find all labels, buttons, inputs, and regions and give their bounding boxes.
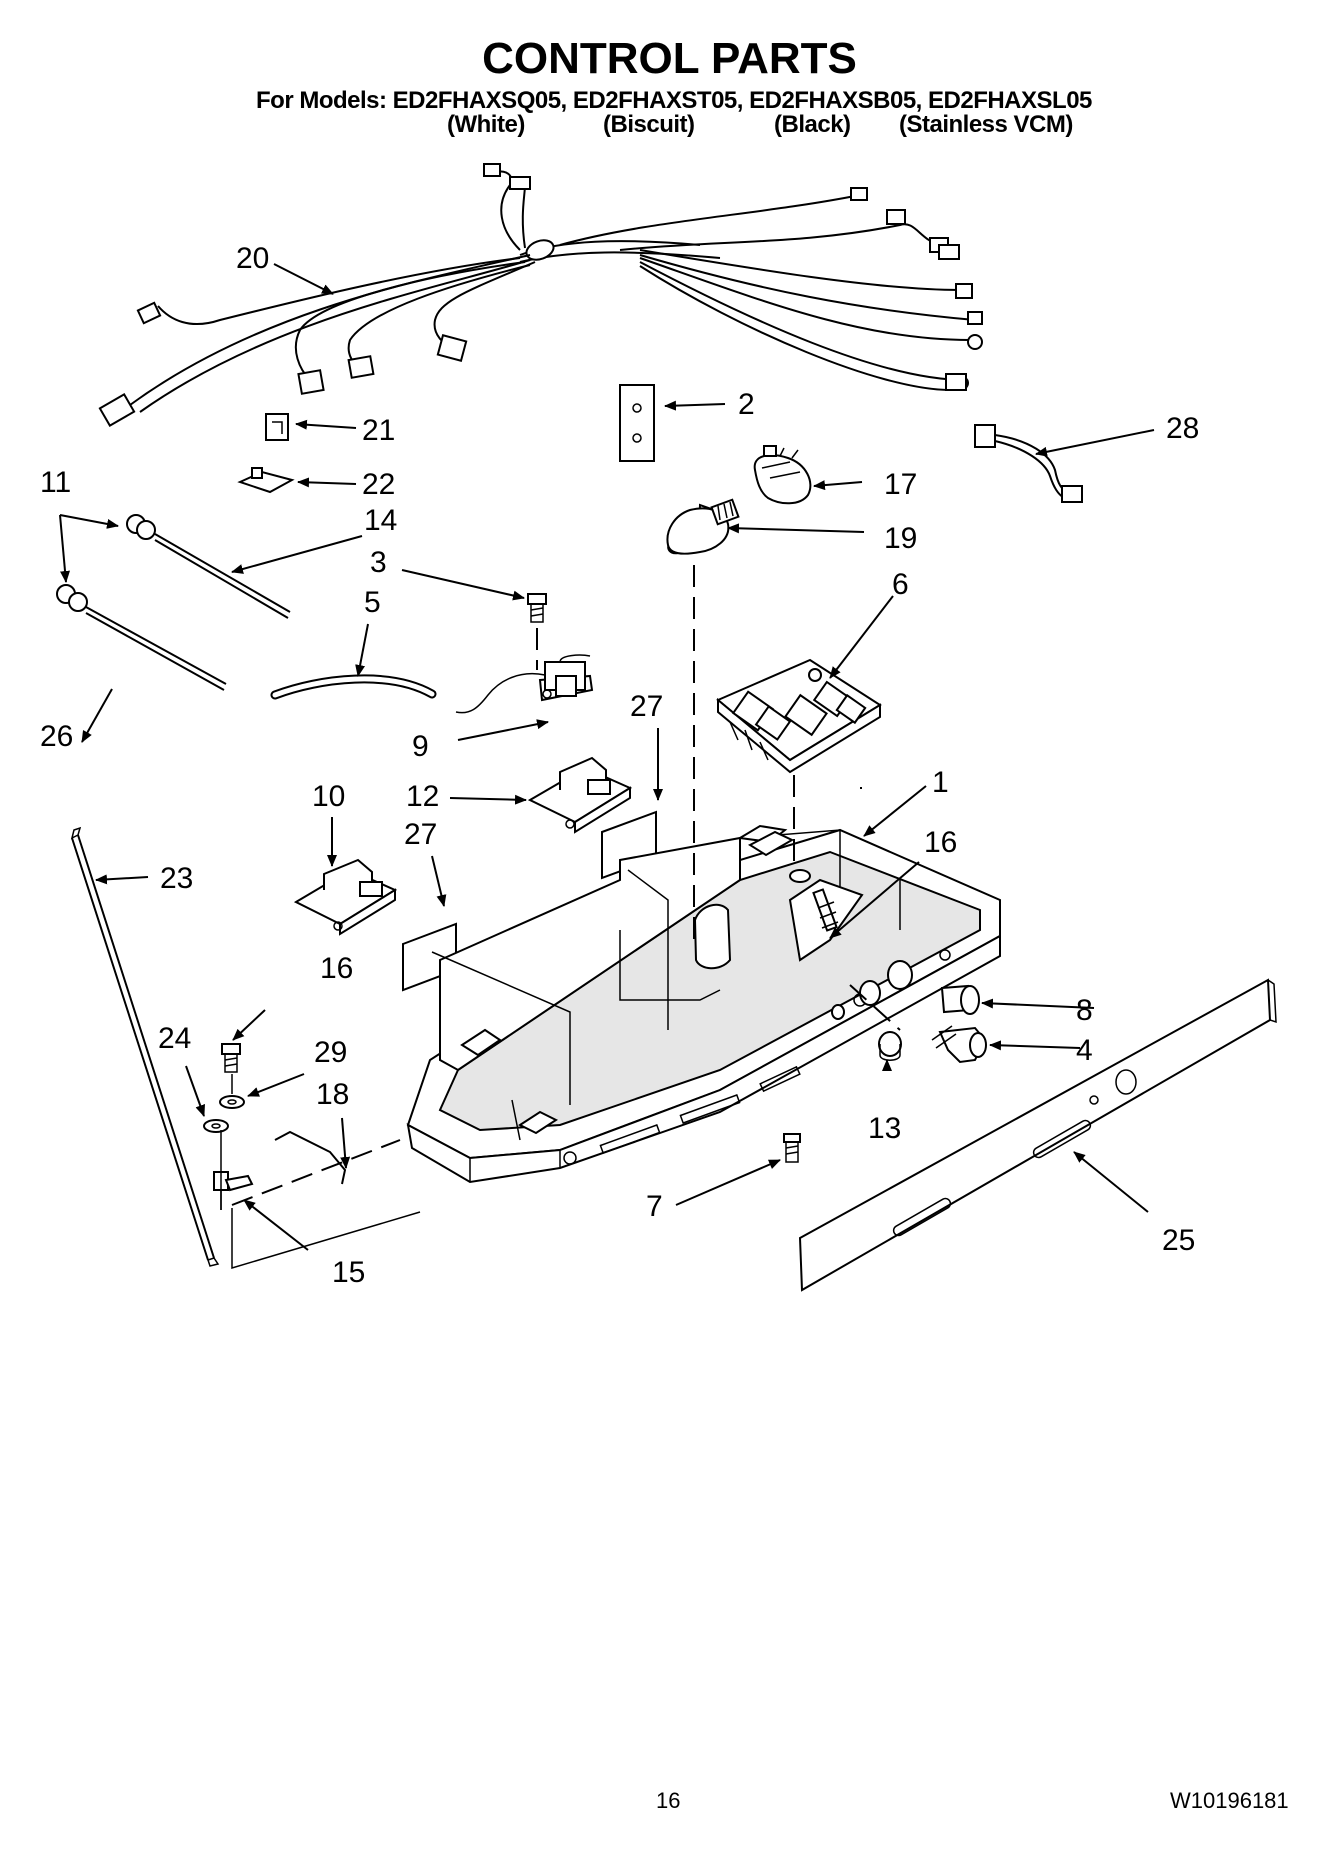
callout-23: 23 [160,862,193,895]
wire-harness-part [98,163,983,428]
callout-19: 19 [884,522,917,555]
callout-5: 5 [364,586,381,619]
callout-3: 3 [370,546,387,579]
washer-part-24 [203,1119,229,1133]
callout-28: 28 [1166,412,1199,445]
sensor-switch-part [455,654,594,714]
callout-14: 14 [364,504,397,537]
callout-9: 9 [412,730,429,763]
callout-29: 29 [314,1036,347,1069]
control-board-part [716,658,882,774]
bracket-part [237,467,295,494]
variant-biscuit: (Biscuit) [603,111,695,138]
tube-part [270,674,437,700]
thermistor-rod-lower-part [56,584,227,691]
callout-27-upper: 27 [630,690,663,723]
callout-27-lower: 27 [404,818,437,851]
harness-connector-part [974,424,1083,503]
switch-part-12 [527,756,633,834]
callout-24: 24 [158,1022,191,1055]
page-number: 16 [656,1788,681,1813]
callout-16-screw: 16 [320,952,353,985]
callout-25: 25 [1162,1224,1195,1257]
thermistor-rod-upper-part [126,514,291,619]
pad-part [619,384,655,462]
knob-part-8 [940,984,980,1015]
lamp-socket-part [753,445,812,505]
callout-12: 12 [406,780,439,813]
knob-part-4 [931,1025,987,1064]
callout-16-housing: 16 [924,826,957,859]
support-rod-part [70,826,220,1267]
callout-8: 8 [1076,994,1093,1027]
callout-21: 21 [362,414,395,447]
document-number: W10196181 [1170,1788,1289,1813]
callout-13: 13 [868,1112,901,1145]
callout-6: 6 [892,568,909,601]
clip-part [265,413,289,441]
variant-white: (White) [447,111,525,138]
screw-part-3 [527,593,547,623]
page-title: CONTROL PARTS [482,34,857,83]
callout-26: 26 [40,720,73,753]
spring-wire-part-18 [274,1130,347,1185]
callout-17: 17 [884,468,917,501]
lamp-bulb-part [666,498,740,555]
variant-black: (Black) [774,111,851,138]
leader-arrows [59,263,1155,1251]
callout-10: 10 [312,780,345,813]
callout-labels: 1 2 3 4 5 6 7 8 9 10 11 12 13 14 15 16 1… [40,242,1199,1289]
callout-7: 7 [646,1190,663,1223]
callout-2: 2 [738,388,755,421]
washer-part-29 [219,1095,245,1109]
screw-part-16 [221,1043,241,1073]
callout-15: 15 [332,1256,365,1289]
callout-22: 22 [362,468,395,501]
callout-4: 4 [1076,1034,1093,1067]
switch-part-10 [293,858,398,936]
callout-18: 18 [316,1078,349,1111]
models-line: For Models: ED2FHAXSQ05, ED2FHAXST05, ED… [256,87,1092,114]
variant-stainless: (Stainless VCM) [899,111,1073,138]
screw-part-7 [783,1133,801,1163]
callout-11: 11 [40,466,71,499]
control-housing-part [406,824,1001,1184]
callout-20: 20 [236,242,269,275]
assembly-lines [220,565,901,1270]
callout-1: 1 [932,766,949,799]
trim-strip-part [798,978,1277,1292]
knob-part-13 [878,1031,902,1061]
